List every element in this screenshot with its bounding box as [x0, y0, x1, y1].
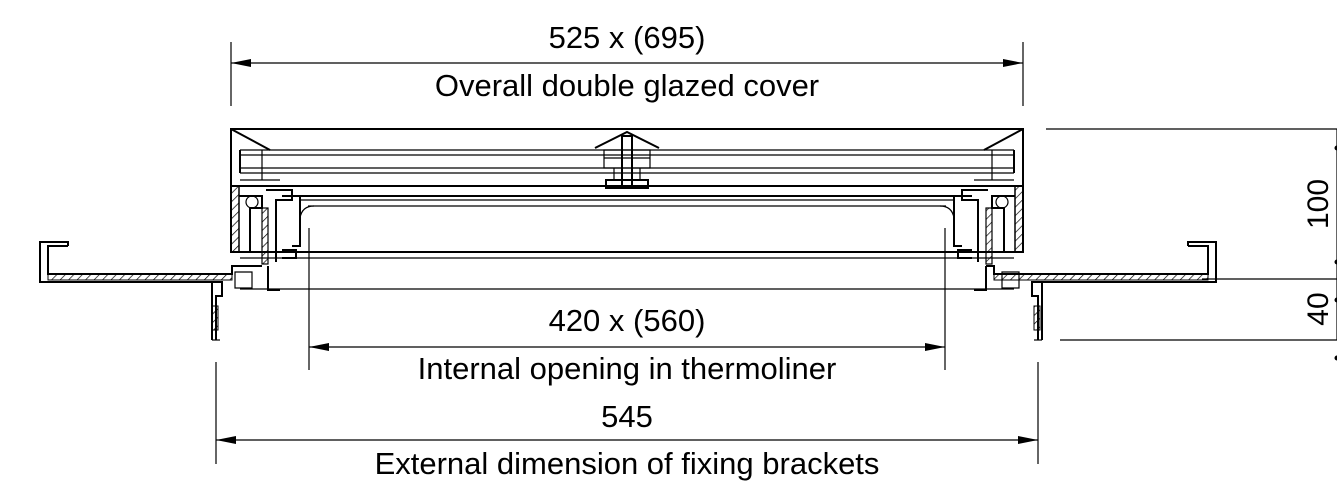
centre-connector: [594, 130, 660, 189]
overall-cover-caption: Overall double glazed cover: [435, 68, 819, 103]
fixing-bracket-right: [986, 241, 1217, 341]
dimension-internal-opening: 420 x (560) Internal opening in thermoli…: [308, 228, 946, 386]
internal-opening-value: 420 x (560): [549, 303, 706, 338]
dimension-fixing-brackets: 545 External dimension of fixing bracket…: [215, 362, 1039, 481]
cover-frame: [230, 128, 1024, 253]
overall-cover-value: 525 x (695): [549, 20, 706, 55]
thermoliner: [299, 195, 955, 219]
tick-mark: [1334, 145, 1337, 151]
fixing-bracket-left: [39, 241, 262, 341]
dimension-overall-cover: 525 x (695) Overall double glazed cover: [230, 20, 1024, 106]
height-lower-value: 40: [1302, 292, 1335, 325]
cover-section: [230, 128, 1024, 291]
frame-profile-left: [230, 185, 301, 291]
tick-mark: [1334, 297, 1337, 303]
cover-chamfer-left: [230, 128, 271, 151]
vertical-dimensions: 100 40: [1046, 128, 1337, 361]
tick-mark: [1334, 355, 1337, 361]
fixing-brackets-caption: External dimension of fixing brackets: [375, 446, 880, 481]
cover-chamfer-right: [983, 128, 1024, 151]
internal-opening-caption: Internal opening in thermoliner: [418, 351, 837, 386]
height-cover-value: 100: [1302, 179, 1335, 229]
tick-mark: [1334, 259, 1337, 265]
fixing-brackets-value: 545: [601, 399, 653, 434]
